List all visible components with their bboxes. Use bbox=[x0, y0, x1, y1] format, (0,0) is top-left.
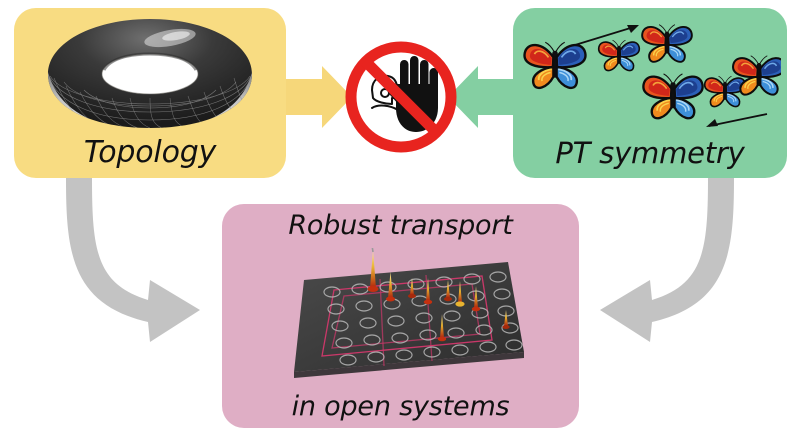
panel-robust-transport[interactable]: Robust transport bbox=[222, 204, 579, 428]
torus-icon bbox=[48, 19, 252, 128]
arrow-right-small bbox=[574, 25, 639, 46]
prohibition-ring-icon bbox=[345, 41, 457, 153]
butterfly-small-upper-left bbox=[597, 39, 641, 72]
photonic-lattice-icon bbox=[294, 248, 524, 378]
butterfly-large-left bbox=[523, 41, 587, 90]
resonance-peaks bbox=[367, 250, 510, 342]
panel-robust-label-bottom: in open systems bbox=[291, 391, 510, 422]
no-entry-prohibition-sign[interactable] bbox=[342, 38, 460, 156]
lattice-holes bbox=[323, 271, 523, 366]
butterfly-small-lower-right bbox=[703, 75, 747, 108]
butterfly-large-center bbox=[642, 72, 704, 120]
panel-topology-label: Topology bbox=[83, 135, 217, 170]
panel-pt-symmetry[interactable]: PT symmetry bbox=[513, 8, 787, 178]
arrow-left-small bbox=[706, 113, 768, 127]
panel-robust-label-top: Robust transport bbox=[288, 210, 513, 241]
label-leader-line bbox=[371, 248, 374, 253]
butterfly-right bbox=[732, 54, 781, 96]
butterfly-upper-right bbox=[641, 23, 693, 63]
panel-pt-symmetry-label: PT symmetry bbox=[555, 136, 745, 170]
grey-curved-arrow-right bbox=[600, 176, 734, 342]
panel-topology[interactable]: Topology bbox=[14, 8, 286, 178]
butterflies-icon bbox=[523, 23, 781, 127]
grey-curved-arrow-left bbox=[66, 176, 200, 342]
